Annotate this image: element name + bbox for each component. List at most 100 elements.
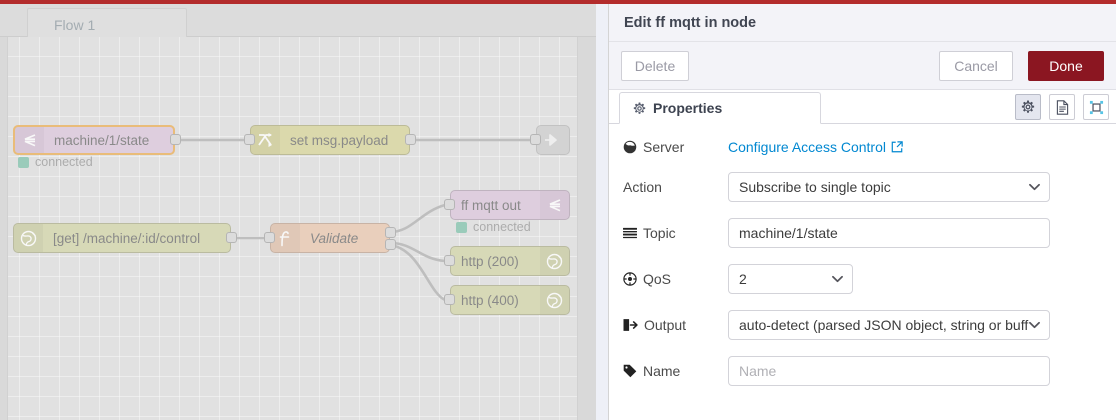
configure-access-control-link[interactable]: Configure Access Control — [728, 139, 903, 155]
output-label-group: Output — [623, 317, 728, 333]
gear-icon — [633, 101, 646, 115]
form-row-qos: QoS 2 — [623, 264, 1103, 294]
name-label-group: Name — [623, 363, 728, 379]
cancel-button[interactable]: Cancel — [939, 51, 1013, 81]
mqtt-icon — [15, 127, 44, 153]
output-label: Output — [644, 317, 687, 333]
action-label-group: Action — [623, 179, 728, 195]
flow-node-label: ff mqtt out — [461, 197, 521, 213]
output-value: auto-detect (parsed JSON object, string … — [739, 317, 1029, 333]
qos-label: QoS — [643, 271, 672, 287]
output-select[interactable]: auto-detect (parsed JSON object, string … — [728, 310, 1050, 340]
action-value: Subscribe to single topic — [739, 179, 891, 195]
form-row-topic: Topic machine/1/state — [623, 218, 1103, 248]
workspace-dim-overlay — [0, 0, 608, 420]
flow-node-label: set msg.payload — [290, 132, 389, 148]
name-input[interactable]: Name — [728, 356, 1050, 386]
flow-tabbar: Flow 1 — [0, 4, 608, 41]
flow-node-label: http (400) — [461, 292, 519, 308]
flow-node-http-200[interactable]: http (200) — [450, 246, 570, 276]
flow-node-port-out[interactable] — [170, 134, 181, 145]
chevron-down-icon — [1029, 311, 1040, 339]
flow-node-label: [get] /machine/:id/control — [53, 230, 201, 246]
flow-node-port-in[interactable] — [530, 134, 541, 145]
accent-strip — [0, 0, 1116, 4]
sign-out-icon — [623, 318, 638, 332]
flow-node-port-out-1[interactable] — [385, 227, 396, 238]
tag-icon — [623, 364, 637, 378]
flow-node-http-400[interactable]: http (400) — [450, 285, 570, 315]
done-button[interactable]: Done — [1028, 51, 1104, 81]
form-row-action: Action Subscribe to single topic — [623, 172, 1103, 202]
flow-node-port-in[interactable] — [244, 134, 255, 145]
server-label-group: Server — [623, 139, 728, 155]
flow-node-status-mqtt-out: connected — [456, 220, 531, 234]
globe-icon — [14, 224, 43, 252]
flow-node-label: http (200) — [461, 253, 519, 269]
configure-access-control-label: Configure Access Control — [728, 139, 886, 155]
description-toolbutton[interactable] — [1049, 94, 1075, 120]
chevron-down-icon — [832, 265, 843, 293]
tasks-icon — [623, 227, 637, 240]
flow-node-port-in[interactable] — [444, 294, 455, 305]
flow-node-change[interactable]: set msg.payload — [250, 125, 410, 155]
dialog-toolbar: Delete Cancel Done — [609, 42, 1116, 90]
topic-input[interactable]: machine/1/state — [728, 218, 1050, 248]
external-link-icon — [891, 141, 903, 153]
change-icon — [251, 126, 280, 154]
dialog-title: Edit ff mqtt in node — [609, 4, 1116, 42]
flow-node-function[interactable]: Validate — [270, 223, 390, 253]
qos-label-group: QoS — [623, 271, 728, 287]
appearance-toolbutton[interactable] — [1083, 94, 1109, 120]
flow-node-label: Validate — [310, 230, 359, 246]
form-row-name: Name Name — [623, 356, 1103, 386]
flow-workspace: Flow 1 — [0, 0, 608, 420]
topic-value: machine/1/state — [739, 225, 838, 241]
status-label: connected — [35, 155, 93, 169]
description-icon — [1056, 99, 1069, 115]
form-row-output: Output auto-detect (parsed JSON object, … — [623, 310, 1103, 340]
chevron-down-icon — [1029, 173, 1040, 201]
globe-icon — [623, 140, 637, 154]
link-out-icon — [537, 126, 566, 154]
qos-select[interactable]: 2 — [728, 264, 853, 294]
topic-label-group: Topic — [623, 225, 728, 241]
delete-button[interactable]: Delete — [621, 51, 689, 81]
status-dot — [456, 221, 467, 233]
canvas-left-gutter — [0, 37, 8, 420]
flow-node-label: machine/1/state — [54, 132, 150, 148]
flow-node-port-in[interactable] — [264, 232, 275, 243]
mqtt-icon — [540, 191, 569, 219]
flow-node-status-mqtt-in: connected — [18, 155, 93, 169]
action-select[interactable]: Subscribe to single topic — [728, 172, 1050, 202]
flow-node-mqtt-out[interactable]: ff mqtt out — [450, 190, 570, 220]
flow-tab-flow-1[interactable]: Flow 1 — [27, 8, 187, 41]
qos-value: 2 — [739, 271, 747, 287]
properties-toolbutton[interactable] — [1015, 94, 1041, 120]
gear-icon — [1021, 100, 1035, 114]
flow-node-port-in[interactable] — [444, 255, 455, 266]
bullseye-icon — [623, 272, 637, 286]
name-placeholder: Name — [739, 363, 777, 379]
form-row-server: Server Configure Access Control — [623, 132, 1103, 162]
flow-node-port-out[interactable] — [226, 232, 237, 243]
flow-node-port-out-2[interactable] — [385, 239, 396, 250]
flow-canvas[interactable]: machine/1/state connected set msg.payloa… — [0, 37, 608, 420]
flow-tab-label: Flow 1 — [54, 17, 96, 33]
panel-divider[interactable] — [596, 4, 608, 420]
globe-icon — [540, 247, 569, 275]
flow-node-mqtt-in[interactable]: machine/1/state — [13, 125, 175, 155]
flow-node-port-out[interactable] — [405, 134, 416, 145]
server-label: Server — [643, 139, 685, 155]
dialog-tabs: Properties — [609, 90, 1116, 124]
status-dot — [18, 156, 29, 168]
tab-properties[interactable]: Properties — [619, 92, 821, 124]
edit-node-dialog: Edit ff mqtt in node Delete Cancel Done … — [608, 4, 1116, 420]
topic-label: Topic — [643, 225, 676, 241]
appearance-icon — [1089, 100, 1104, 115]
tab-properties-label: Properties — [653, 100, 723, 116]
flow-node-port-in[interactable] — [444, 199, 455, 210]
flow-node-http-in[interactable]: [get] /machine/:id/control — [13, 223, 231, 253]
name-label: Name — [643, 363, 681, 379]
